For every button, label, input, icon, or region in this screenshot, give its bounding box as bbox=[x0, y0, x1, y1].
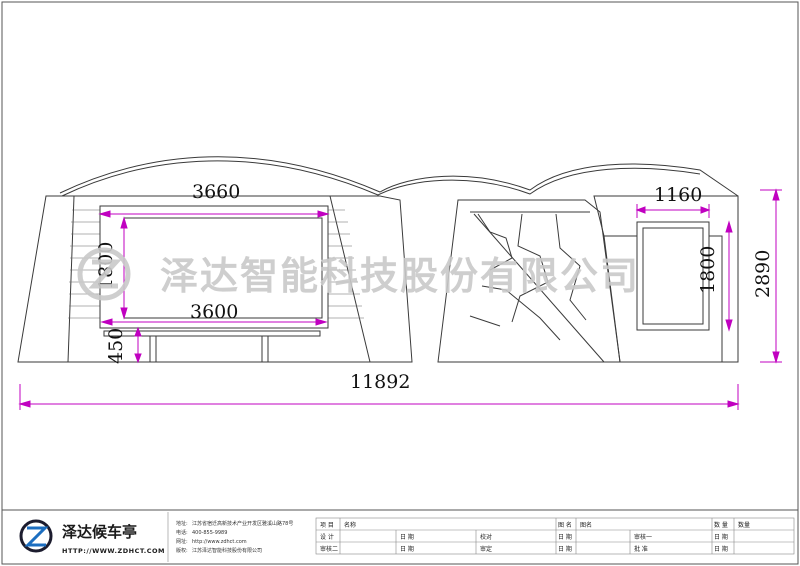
tb-quantity: 数 量 bbox=[714, 521, 728, 529]
tb-date-1: 日 期 bbox=[400, 533, 414, 541]
dim-overall-width: 11892 bbox=[350, 371, 410, 393]
info-website: http://www.zdhct.com bbox=[192, 539, 247, 545]
tb-design: 设 计 bbox=[320, 533, 334, 541]
bench-seat bbox=[103, 330, 321, 337]
tb-drawing-name: 图 名 bbox=[558, 521, 572, 529]
tb-date-5: 日 期 bbox=[558, 545, 572, 553]
right-module-shell bbox=[593, 195, 739, 363]
tb-review2: 审核二 bbox=[320, 545, 338, 553]
watermark: 泽达智能科技股份有限公司 bbox=[77, 247, 640, 301]
brand-url: HTTP://WWW.ZDHCT.COM bbox=[62, 547, 165, 555]
info-phone-label: 电话: bbox=[176, 529, 188, 536]
tb-date-4: 日 期 bbox=[400, 545, 414, 553]
info-phone: 400-855-9989 bbox=[192, 530, 227, 536]
right-ad-board-inner bbox=[642, 227, 704, 325]
dim-right-board-width: 1160 bbox=[654, 184, 702, 206]
title-block: 泽达候车亭 HTTP://WWW.ZDHCT.COM 地址: 江苏省宿迁高新技术… bbox=[2, 509, 798, 562]
left-module-shell bbox=[17, 195, 413, 363]
tb-review1: 审核一 bbox=[634, 533, 652, 541]
watermark-logo-icon bbox=[77, 247, 131, 301]
tb-date-6: 日 期 bbox=[714, 545, 728, 553]
dimension-lines bbox=[18, 188, 782, 410]
tb-date-3: 日 期 bbox=[714, 533, 728, 541]
roof-wave-inner bbox=[61, 160, 701, 197]
middle-panels bbox=[469, 213, 587, 341]
tb-quantity-value: 数量 bbox=[738, 521, 750, 529]
tb-approve: 批 准 bbox=[634, 545, 648, 553]
left-ad-board bbox=[99, 205, 329, 329]
middle-module-shell bbox=[437, 199, 621, 363]
right-ad-board bbox=[636, 221, 710, 331]
dim-left-board-bottom: 3600 bbox=[190, 301, 238, 323]
tb-verify: 审定 bbox=[480, 545, 492, 553]
info-address: 江苏省宿迁高新技术产业开发区雅溪山路78号 bbox=[192, 520, 293, 527]
dim-bench-height: 450 bbox=[105, 328, 127, 364]
tb-name: 名称 bbox=[344, 521, 356, 529]
roof-wave bbox=[59, 156, 739, 197]
tb-proofread: 校对 bbox=[480, 533, 492, 541]
info-address-label: 地址: bbox=[176, 520, 188, 527]
brand-name: 泽达候车亭 bbox=[62, 523, 137, 541]
brand-logo-icon bbox=[19, 519, 53, 553]
dim-overall-height: 2890 bbox=[752, 250, 774, 298]
dim-left-board-top: 3660 bbox=[192, 181, 240, 203]
tb-drawing-name-value: 图名 bbox=[580, 521, 592, 529]
shelter-elevation bbox=[17, 156, 739, 363]
watermark-company: 泽达智能科技股份有限公司 bbox=[160, 254, 640, 298]
info-copyright-label: 版权: bbox=[176, 547, 188, 554]
tb-project: 项 目 bbox=[320, 522, 334, 529]
dim-right-board-height: 1800 bbox=[697, 246, 719, 294]
info-copyright: 江苏泽达智能科技股份有限公司 bbox=[192, 547, 262, 554]
tb-date-2: 日 期 bbox=[558, 533, 572, 541]
info-website-label: 网址: bbox=[176, 538, 188, 545]
